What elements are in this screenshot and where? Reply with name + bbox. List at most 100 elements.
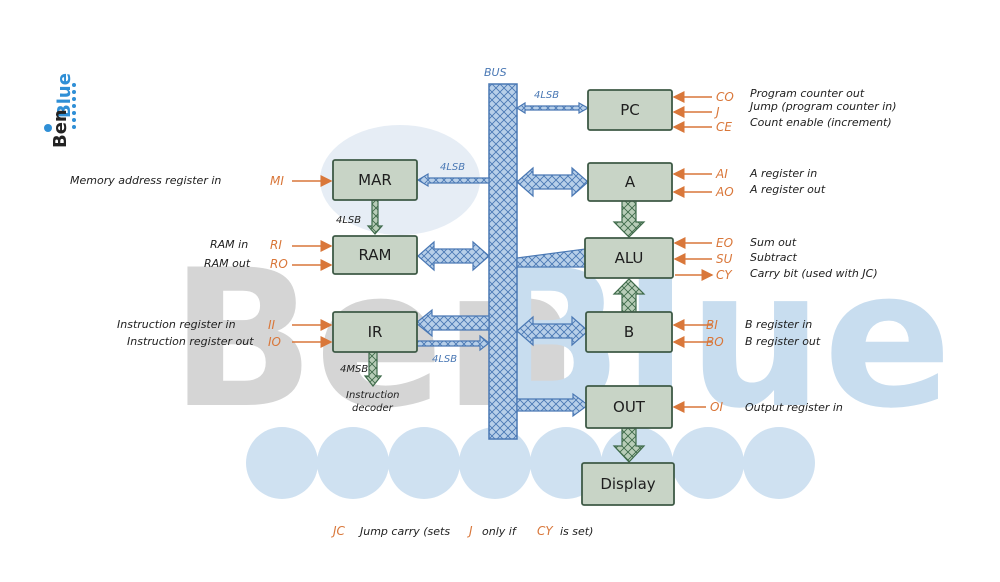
decoder-line2: decoder — [352, 403, 394, 414]
ir-decoder-arrow — [363, 351, 383, 387]
footer-jc-code: JC — [331, 524, 346, 538]
signal-eo-text: Sum out — [750, 236, 797, 249]
signal-bi-code: BI — [706, 318, 718, 332]
bus-ram-arrow — [417, 240, 490, 272]
mar-ram-arrow — [366, 199, 384, 235]
a-block: A — [587, 162, 673, 202]
b-block: B — [585, 311, 673, 353]
signal-ii: Instruction register in II — [117, 318, 333, 332]
a-label: A — [625, 173, 636, 191]
bus-pc-arrow — [515, 101, 590, 115]
signal-ao-text: A register out — [749, 183, 826, 196]
signal-ri: RAM in RI — [210, 238, 333, 252]
signal-ce: CE Count enable (increment) — [672, 116, 892, 134]
internal-arrows — [363, 199, 646, 463]
footer-cy-code: CY — [537, 524, 554, 538]
footer-text3: is set) — [560, 525, 593, 538]
footer-text1: Jump carry (sets — [358, 525, 450, 538]
out-block: OUT — [585, 385, 673, 429]
out-label: OUT — [613, 398, 646, 416]
signal-bo: BO B register out — [672, 335, 821, 349]
signal-j-text: Jump (program counter in) — [748, 100, 897, 113]
signal-oi-code: OI — [710, 400, 723, 414]
display-block: Display — [581, 462, 675, 506]
footer-text2: only if — [482, 525, 518, 538]
signal-io-text: Instruction register out — [127, 335, 254, 348]
signal-ai-text: A register in — [749, 167, 817, 180]
signal-j-code: J — [714, 105, 720, 119]
pc-4lsb-label: 4LSB — [534, 90, 559, 101]
mar-block: MAR — [332, 159, 418, 201]
footer-j-code: J — [467, 524, 473, 538]
bus-width-labels: 4LSB 4LSB 4LSB 4LSB 4MSB — [336, 90, 559, 375]
bus-a-arrow — [516, 166, 589, 198]
watermark-circles — [246, 427, 815, 499]
bus-ir-in-arrow — [415, 308, 490, 338]
signal-io-code: IO — [268, 335, 281, 349]
signal-oi-text: Output register in — [745, 401, 843, 414]
benblue-logo: Blue Ben — [44, 73, 76, 148]
signal-ao-code: AO — [715, 185, 734, 199]
signal-j: J Jump (program counter in) — [672, 100, 897, 119]
ir-4msb-label: 4MSB — [340, 364, 368, 375]
pc-block: PC — [587, 89, 673, 131]
signal-mi-text: Memory address register in — [70, 174, 221, 187]
ir-block: IR — [332, 311, 418, 353]
signal-bi-text: B register in — [745, 318, 812, 331]
signal-ce-text: Count enable (increment) — [750, 116, 892, 129]
logo-ben: Ben — [50, 109, 71, 148]
b-label: B — [624, 323, 634, 341]
signal-bo-code: BO — [706, 335, 724, 349]
mar-4lsb-label: 4LSB — [440, 162, 465, 173]
instruction-decoder: Instruction decoder — [346, 390, 400, 414]
blocks: PC MAR A RAM ALU IR B OUT Display — [332, 89, 675, 506]
mar-ram-4lsb-label: 4LSB — [336, 215, 361, 226]
bus-connectors — [415, 101, 590, 418]
signal-su-text: Subtract — [750, 251, 798, 264]
bus-label: BUS — [484, 66, 507, 79]
signal-su-code: SU — [716, 252, 733, 266]
signal-ro-code: RO — [270, 257, 288, 271]
bus-ir-out-arrow — [415, 334, 490, 352]
signal-ce-code: CE — [716, 120, 732, 134]
signal-mi: Memory address register in MI — [70, 174, 333, 188]
signal-ri-text: RAM in — [210, 238, 248, 251]
signal-ai-code: AI — [715, 167, 728, 181]
signal-ii-text: Instruction register in — [117, 318, 236, 331]
display-label: Display — [600, 475, 655, 493]
bus: BUS — [484, 66, 518, 440]
ram-label: RAM — [358, 246, 391, 264]
signal-bi: BI B register in — [672, 318, 812, 332]
signal-bo-text: B register out — [745, 335, 821, 348]
left-signals: Memory address register in MI RAM in RI … — [70, 174, 333, 349]
out-display-arrow — [612, 427, 646, 463]
signal-oi: OI Output register in — [672, 400, 843, 414]
signal-ro: RAM out RO — [204, 257, 333, 271]
ram-block: RAM — [332, 235, 418, 275]
signal-ao: AO A register out — [672, 183, 826, 199]
signal-co-code: CO — [716, 90, 734, 104]
bus-mar-arrow — [416, 172, 490, 188]
signal-ro-text: RAM out — [204, 257, 251, 270]
bus-bar — [488, 83, 518, 440]
footer-note: JC Jump carry (sets J only if CY is set) — [331, 524, 593, 538]
signal-ai: AI A register in — [672, 167, 817, 181]
a-alu-arrow — [612, 199, 646, 238]
b-alu-arrow — [612, 278, 646, 315]
signal-cy-code: CY — [716, 268, 733, 282]
decoder-line1: Instruction — [346, 390, 400, 401]
mar-label: MAR — [358, 171, 392, 189]
pc-label: PC — [620, 101, 640, 119]
bus-out-arrow — [516, 392, 590, 418]
signal-ri-code: RI — [270, 238, 282, 252]
signal-io: Instruction register out IO — [127, 335, 333, 349]
signal-ii-code: II — [268, 318, 276, 332]
logo-blue: Blue — [54, 73, 75, 118]
alu-block: ALU — [584, 237, 674, 279]
ir-label: IR — [368, 323, 383, 341]
signal-su: SU Subtract — [673, 251, 798, 266]
